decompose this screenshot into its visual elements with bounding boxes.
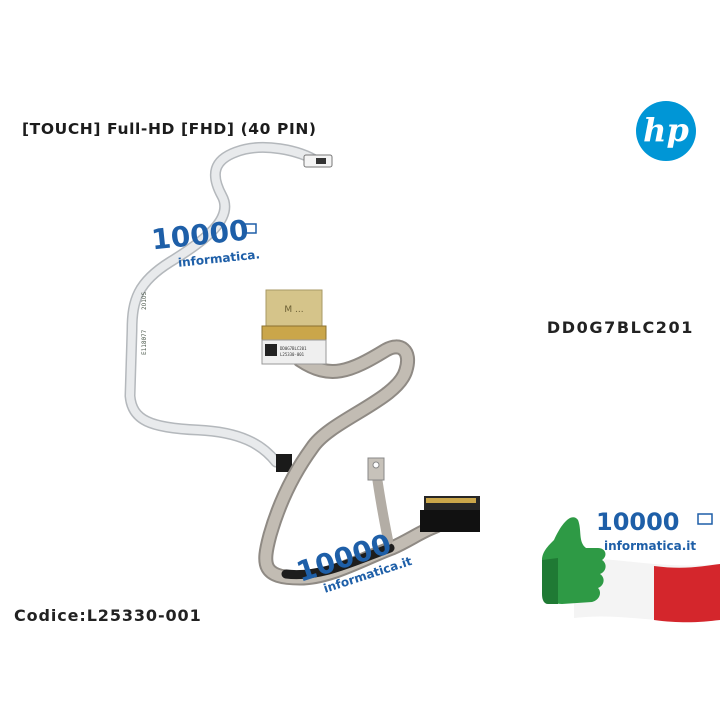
touch-flex-ribbon: E118077 2O1OS xyxy=(124,141,333,472)
svg-text:M ...: M ... xyxy=(284,305,303,315)
display-connector: M ... DD0G7BLC201 L25330-001 xyxy=(261,289,327,365)
watermark-logo-bottom: 10000 informatica.it xyxy=(296,530,414,596)
svg-text:2O1OS: 2O1OS xyxy=(141,292,148,310)
svg-text:informatica.it: informatica.it xyxy=(604,539,696,553)
board-connector xyxy=(420,496,480,532)
svg-text:E118077: E118077 xyxy=(141,329,148,355)
brand-thumbs-flag: 10000 informatica.it xyxy=(542,508,720,623)
watermark-logo-top: 10000 informatica.it xyxy=(150,213,260,269)
svg-text:DD0G7BLC201: DD0G7BLC201 xyxy=(280,346,307,351)
part-number: DD0G7BLC201 xyxy=(546,318,694,337)
svg-text:hp: hp xyxy=(643,111,689,149)
svg-text:L25330-001: L25330-001 xyxy=(280,352,305,357)
metal-tab xyxy=(367,457,385,481)
hp-logo-icon: hp xyxy=(636,101,696,161)
product-title: [TOUCH] Full-HD [FHD] (40 PIN) xyxy=(22,120,317,138)
lvds-cable xyxy=(258,339,444,586)
svg-text:10000: 10000 xyxy=(596,508,680,536)
product-code: Codice:L25330-001 xyxy=(14,606,202,625)
